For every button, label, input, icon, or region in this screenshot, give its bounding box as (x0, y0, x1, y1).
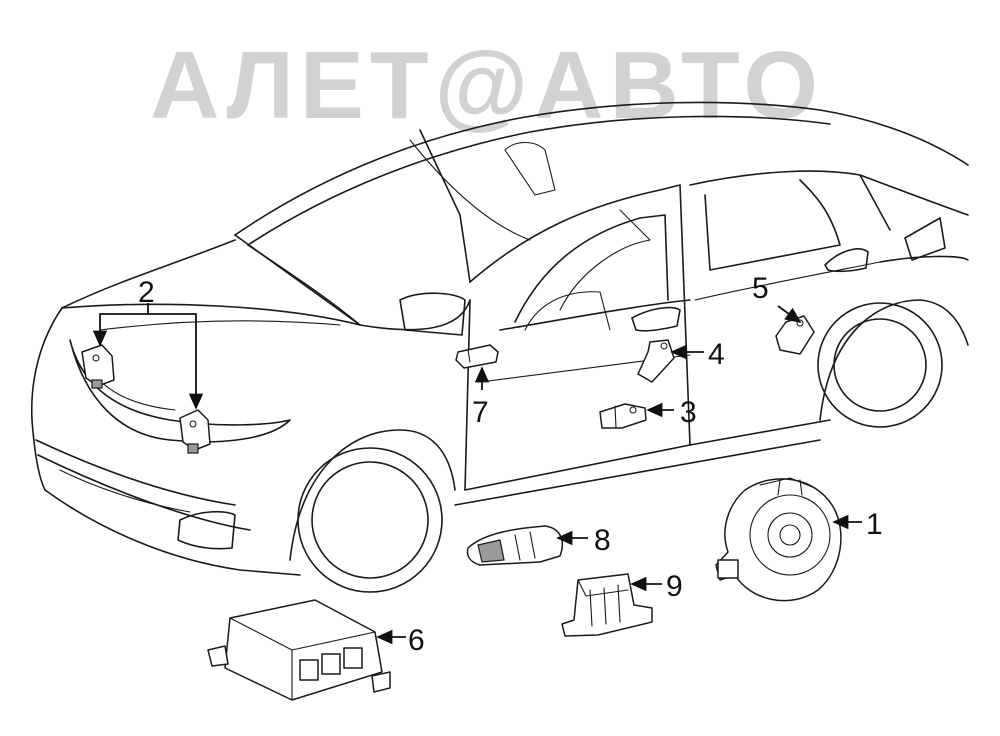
callout-1: 1 (866, 508, 883, 541)
watermark-text: АЛЕТ@АВТО (150, 32, 824, 139)
part-3-floor-sensor (599, 403, 647, 429)
car-body (30, 101, 969, 593)
callout-2: 2 (138, 276, 155, 309)
part-7-door-sensor (455, 344, 499, 369)
part-1-spiral-cable (715, 477, 842, 602)
part-4-side-sensor (637, 339, 675, 383)
part-8-seat-sensor (466, 525, 564, 566)
callout-3: 3 (680, 396, 697, 429)
callout-labels: 2 5 4 7 3 1 8 9 6 (138, 272, 883, 657)
part-5-rear-sensor (775, 315, 815, 355)
part-2-front-sensor-left (81, 344, 115, 389)
watermark: АЛЕТ@АВТО (150, 32, 824, 139)
callout-6: 6 (408, 624, 425, 657)
part-2-front-sensor-right (179, 409, 211, 454)
callout-4: 4 (708, 338, 725, 371)
callout-5: 5 (752, 272, 769, 305)
callout-9: 9 (666, 570, 683, 603)
leader-lines (92, 303, 862, 645)
part-6-airbag-control-module (207, 599, 391, 701)
callout-8: 8 (594, 524, 611, 557)
callout-7: 7 (472, 396, 489, 429)
